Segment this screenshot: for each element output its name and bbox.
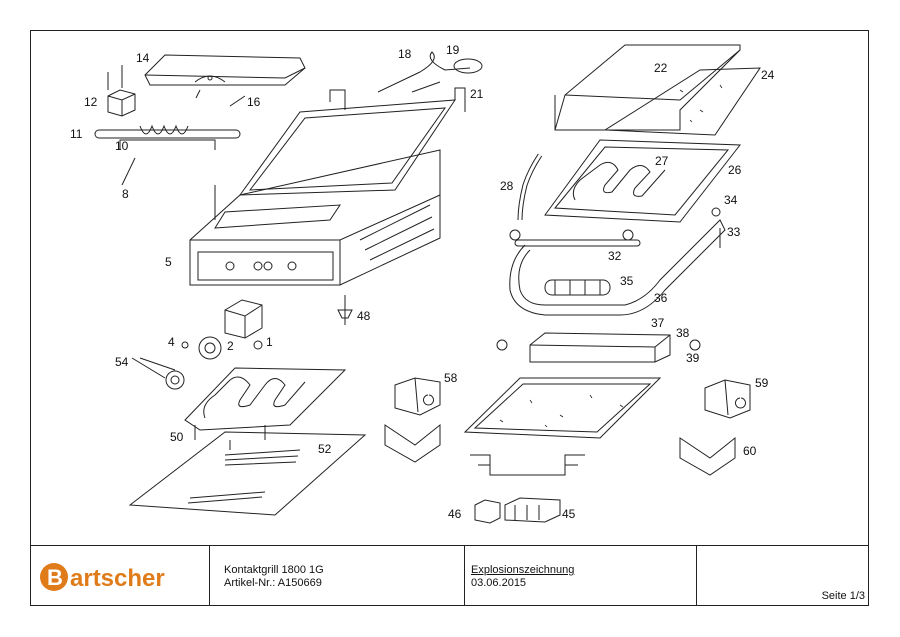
part-number-labels: 14 12 16 11 10 8 18 19 21 5 48 4 2 1 54 … [70,43,775,521]
label-16: 16 [247,95,261,109]
screw-8 [121,157,136,186]
bracket-59 [704,379,751,419]
top-lid-22 [554,44,741,131]
grill-base-body [189,149,441,286]
label-10: 10 [115,139,129,153]
terminal-46 [474,499,501,524]
power-cable-18-19 [377,51,483,93]
label-32: 32 [608,249,622,263]
label-27: 27 [655,154,669,168]
label-35: 35 [620,274,634,288]
part-left-37 [496,339,508,351]
drawing-kind: Explosionszeichnung [471,564,575,576]
label-34: 34 [724,193,738,207]
label-38: 38 [676,326,690,340]
label-50: 50 [170,430,184,444]
label-2: 2 [227,339,234,353]
top-cover-14 [144,54,306,99]
hose-28 [517,153,543,221]
label-36: 36 [654,291,668,305]
label-12: 12 [84,95,98,109]
label-24: 24 [761,68,775,82]
insulation-24 [603,67,761,136]
label-48: 48 [357,309,371,323]
part-34 [711,207,721,217]
label-22: 22 [654,61,668,75]
label-60: 60 [743,444,757,458]
part-4 [181,341,189,349]
logo-cell: B artscher [30,546,210,606]
heating-rod-11 [94,124,241,150]
bottom-plate-52 [128,431,367,516]
grill-plate-top [214,87,466,229]
label-4: 4 [168,335,175,349]
thermostat-54 [131,357,185,390]
label-5: 5 [165,255,172,269]
label-28: 28 [500,179,514,193]
label-26: 26 [728,163,742,177]
page-number: Seite 1/3 [821,590,865,602]
label-59: 59 [755,376,769,390]
label-58: 58 [444,371,458,385]
terminal-block-45 [504,497,561,523]
article-number: Artikel-Nr.: A150669 [224,577,322,589]
label-14: 14 [136,51,150,65]
product-cell: Kontaktgrill 1800 1G Artikel-Nr.: A15066… [210,546,465,606]
label-39: 39 [686,351,700,365]
roller-35 [544,279,611,296]
bracket-60 [679,436,736,476]
mounting-bracket [470,454,585,476]
product-name: Kontaktgrill 1800 1G [224,564,324,576]
label-33: 33 [727,225,741,239]
title-block: B artscher Kontaktgrill 1800 1G Artikel-… [30,545,869,606]
label-37: 37 [651,316,665,330]
label-1: 1 [266,335,273,349]
label-45: 45 [562,507,576,521]
part-39 [689,339,701,351]
svg-text:B: B [47,565,63,590]
screw-bracket-12 [107,65,136,117]
spring-16 [229,95,246,107]
label-18: 18 [398,47,412,61]
drawing-frame [30,30,869,606]
upper-plate-26 [544,139,741,223]
switch-box [224,299,263,339]
label-54: 54 [115,355,129,369]
knob-2 [198,336,222,360]
housing-37 [529,332,671,363]
insulation-plate [463,377,662,439]
hinge-bar-32 [509,229,641,247]
page-cell: Seite 1/3 [697,546,869,606]
label-11: 11 [70,127,83,141]
part-1 [253,340,263,350]
foot-48 [337,295,353,325]
heating-element-50 [184,367,347,440]
label-8: 8 [122,187,129,201]
label-19: 19 [446,43,460,57]
drawing-info-cell: Explosionszeichnung 03.06.2015 [465,546,697,606]
bracket-58 [384,377,441,463]
drawing-date: 03.06.2015 [471,577,527,589]
label-46: 46 [448,507,462,521]
handle-frame-36 [509,219,726,316]
bartscher-logo: B artscher [40,563,165,592]
label-52: 52 [318,442,332,456]
label-21: 21 [470,87,484,101]
svg-text:artscher: artscher [70,565,165,592]
